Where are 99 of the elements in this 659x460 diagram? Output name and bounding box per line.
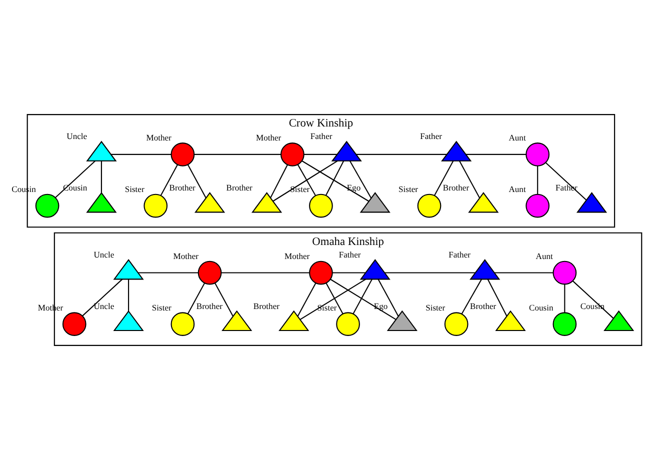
node-circle [526, 142, 550, 166]
connector [302, 160, 370, 202]
node-label: Mother [284, 250, 310, 261]
node-label: Mother [256, 132, 282, 143]
node-label: Brother [470, 300, 496, 311]
node-circle [444, 312, 468, 336]
connector [326, 282, 344, 314]
node-circle [552, 260, 577, 285]
connector [352, 278, 372, 314]
node-circle [309, 194, 333, 218]
connector [221, 272, 310, 274]
node-circle [309, 260, 333, 285]
node-triangle [331, 140, 362, 162]
node-label: Cousin [529, 302, 554, 312]
connector [378, 278, 399, 316]
connector [572, 280, 614, 319]
node-label: Aunt [536, 250, 553, 261]
node-circle [170, 142, 195, 166]
node-circle [170, 312, 195, 336]
node-label: Uncle [94, 300, 114, 311]
node-triangle [113, 310, 144, 332]
connector [304, 154, 337, 155]
node-label: Mother [173, 250, 198, 261]
node-label: Uncle [66, 131, 88, 142]
connector [545, 162, 587, 201]
connector [384, 272, 476, 274]
node-triangle [360, 192, 390, 213]
node-triangle [251, 192, 282, 213]
connector [330, 278, 396, 320]
node-label: Brother [196, 300, 222, 311]
node-label: Uncle [94, 250, 114, 260]
connector [434, 160, 454, 196]
connector [466, 154, 526, 155]
node-label: Brother [169, 182, 196, 193]
connector [55, 160, 96, 198]
node-circle [62, 312, 86, 336]
node-label: Brother [226, 182, 252, 193]
connector [332, 272, 366, 274]
connector [270, 164, 288, 198]
node-triangle [576, 192, 608, 213]
node-label: Father [338, 250, 361, 260]
node-label: Brother [253, 300, 280, 311]
node-triangle [470, 259, 500, 280]
connector [194, 154, 281, 155]
connector [110, 154, 172, 155]
node-circle [144, 194, 168, 218]
connector [487, 278, 508, 316]
node-label: Sister [426, 302, 446, 312]
node-label: Father [310, 131, 332, 142]
node-circle [417, 194, 442, 218]
node-circle [526, 194, 550, 218]
node-label: Sister [124, 184, 144, 194]
node-label: Sister [317, 302, 337, 312]
node-label: Father [448, 250, 470, 260]
connector [461, 278, 482, 314]
connector [458, 160, 480, 198]
node-triangle [441, 140, 472, 162]
node-triangle [468, 192, 499, 213]
connector [297, 282, 316, 317]
node-circle [552, 312, 577, 336]
node-triangle [86, 192, 117, 213]
node-label: Mother [146, 132, 172, 143]
connector [82, 278, 123, 316]
node-triangle [604, 310, 634, 332]
node-triangle [278, 310, 310, 332]
node-triangle [495, 310, 526, 332]
connector [272, 160, 338, 202]
node-triangle [360, 259, 390, 280]
connector [356, 154, 447, 155]
connector [297, 164, 316, 196]
node-circle [336, 312, 360, 336]
connector [214, 282, 234, 317]
node-label: Brother [442, 182, 470, 193]
node-triangle [222, 310, 252, 332]
connector [494, 272, 554, 274]
node-circle [280, 142, 304, 166]
node-label: Father [420, 131, 442, 142]
node-triangle [386, 310, 418, 332]
connector [300, 278, 366, 320]
node-circle [198, 260, 222, 285]
node-label: Aunt [508, 132, 526, 143]
node-circle [35, 194, 60, 218]
connector [160, 164, 178, 196]
node-triangle [113, 259, 144, 280]
node-label: Sister [152, 302, 172, 312]
connector [187, 164, 206, 198]
node-triangle [86, 140, 117, 162]
node-label: Aunt [508, 184, 526, 194]
connector [349, 160, 372, 198]
connector [325, 160, 344, 196]
node-triangle [194, 192, 226, 213]
connector [100, 160, 102, 193]
connector [564, 284, 566, 313]
connector [187, 282, 206, 314]
connector [128, 279, 130, 312]
node-label: Sister [290, 184, 310, 194]
node-label: Sister [398, 184, 418, 194]
connector [537, 166, 538, 194]
connector [138, 272, 198, 274]
